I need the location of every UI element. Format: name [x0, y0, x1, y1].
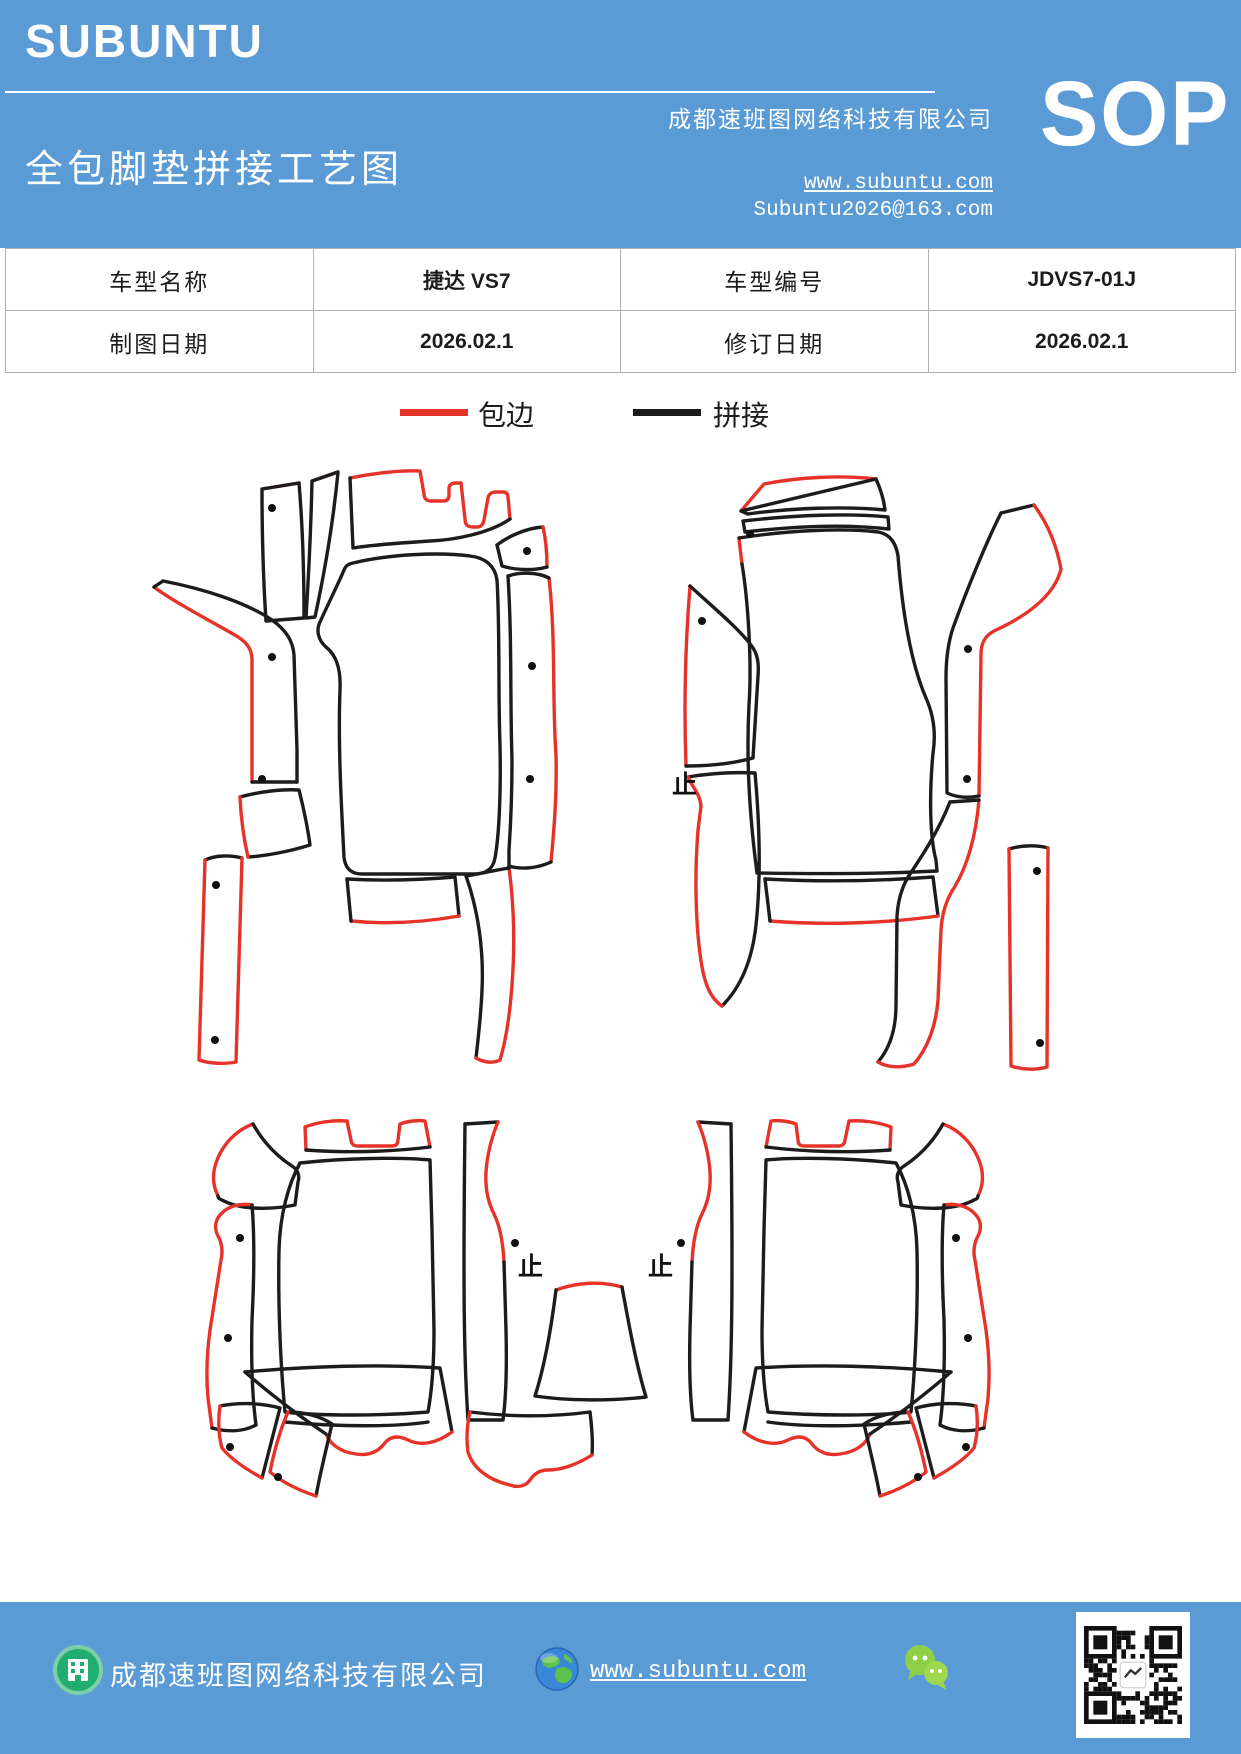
stop-mark: 止: [672, 771, 697, 799]
binding-line-swatch: [400, 409, 468, 416]
model-code-label: 车型编号: [620, 248, 929, 311]
stop-mark: 止: [518, 1253, 543, 1281]
footer-website-link[interactable]: www.subuntu.com: [590, 1658, 807, 1685]
table-row: 制图日期 2026.02.1 修订日期 2026.02.1: [5, 310, 1236, 373]
sop-label: SOP: [1040, 63, 1231, 165]
qr-center-logo: [1119, 1661, 1147, 1689]
revise-date-value: 2026.02.1: [927, 310, 1236, 373]
brand-logo: SUBUNTU: [25, 15, 264, 67]
footer: 成都速班图网络科技有限公司 www.subuntu.com: [0, 1602, 1241, 1754]
mat-pattern-drawing: 止 止: [152, 469, 1063, 1498]
rear-mat-group: 止: [205, 1118, 991, 1498]
email-address: Subuntu2026@163.com: [753, 199, 993, 222]
header-divider: [5, 91, 935, 93]
front-right-mat-group: 止: [672, 475, 1063, 1071]
model-code-value: JDVS7-01J: [927, 248, 1236, 311]
footer-company-name: 成都速班图网络科技有限公司: [110, 1661, 487, 1691]
qr-code: [1076, 1612, 1190, 1738]
website-link[interactable]: www.subuntu.com: [803, 172, 993, 195]
header-contact-block: 成都速班图网络科技有限公司 www.subuntu.com Subuntu202…: [573, 100, 993, 222]
stop-mark: 止: [648, 1253, 673, 1281]
globe-icon: [535, 1647, 579, 1691]
front-left-mat-group: [152, 469, 558, 1066]
legend: 包边 拼接: [0, 394, 1241, 434]
binding-legend-label: 包边: [478, 401, 535, 432]
page-title: 全包脚垫拼接工艺图: [25, 149, 404, 191]
model-name-label: 车型名称: [5, 248, 314, 311]
draw-date-label: 制图日期: [5, 310, 314, 373]
revise-date-label: 修订日期: [620, 310, 929, 373]
model-name-value: 捷达 VS7: [312, 248, 621, 311]
vehicle-info-table: 车型名称 捷达 VS7 车型编号 JDVS7-01J 制图日期 2026.02.…: [5, 248, 1236, 373]
company-name: 成都速班图网络科技有限公司: [668, 107, 993, 132]
splice-legend-label: 拼接: [713, 401, 770, 432]
wechat-icon: [905, 1645, 948, 1690]
splice-line-swatch: [633, 409, 701, 416]
table-row: 车型名称 捷达 VS7 车型编号 JDVS7-01J: [5, 248, 1236, 311]
header: SUBUNTU 全包脚垫拼接工艺图 成都速班图网络科技有限公司 www.subu…: [0, 0, 1241, 248]
draw-date-value: 2026.02.1: [312, 310, 621, 373]
building-icon: [53, 1645, 103, 1695]
